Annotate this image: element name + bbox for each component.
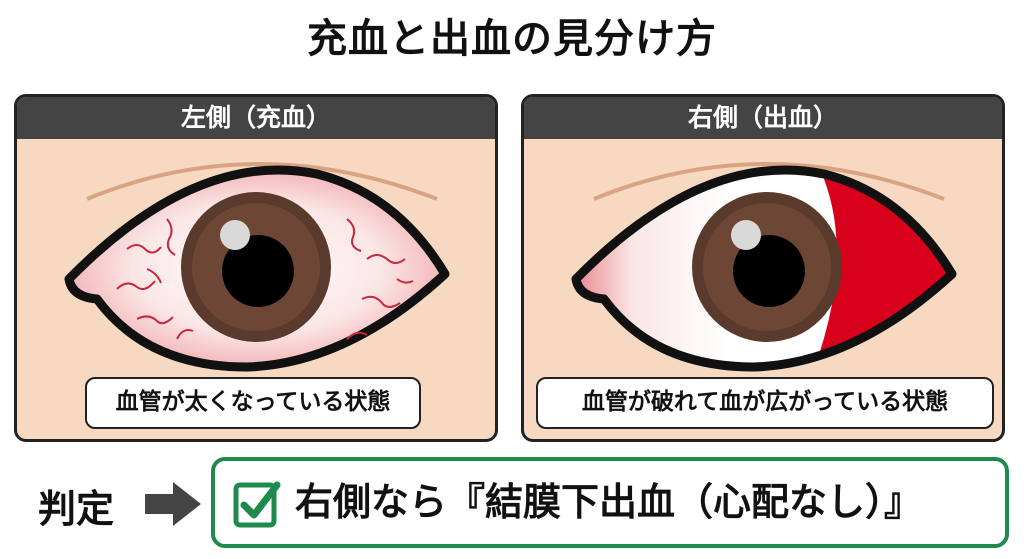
verdict-box: 右側なら『結膜下出血（心配なし）』 [211, 457, 1009, 548]
panel-header: 右側（出血） [524, 97, 1002, 139]
panel-right-hemorrhage: 右側（出血） 血管が破れて血が広がっている状態 [521, 94, 1005, 442]
hemorrhage-eye-icon [571, 162, 957, 426]
panel-left-hyperemia: 左側（充血） 血管が太くなっている状態 [14, 94, 498, 442]
verdict-label: 判定 [38, 487, 115, 531]
bloodshot-eye-icon [64, 162, 450, 426]
verdict-text: 右側なら『結膜下出血（心配なし）』 [295, 480, 923, 524]
checkbox-checked-icon [233, 481, 281, 528]
caption-bubble: 血管が破れて血が広がっている状態 [536, 377, 994, 429]
caption-bubble: 血管が太くなっている状態 [85, 377, 421, 429]
page-title: 充血と出血の見分け方 [307, 16, 717, 62]
panel-header: 左側（充血） [17, 97, 495, 139]
right-arrow-icon [145, 482, 201, 526]
